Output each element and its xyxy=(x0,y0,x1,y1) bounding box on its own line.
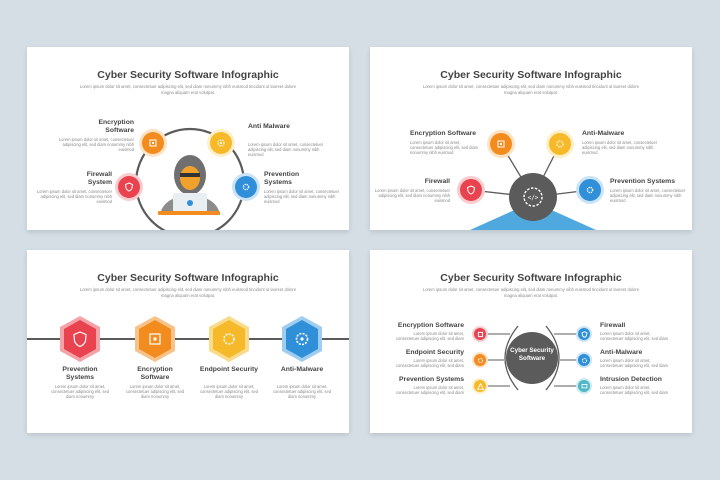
item-desc: Lorem ipsum dolor sit amet, consectetuer… xyxy=(50,384,110,400)
item-label: Anti Malware xyxy=(248,123,290,130)
settings-icon xyxy=(576,176,604,204)
ring-graphic xyxy=(134,127,246,230)
item-desc: Lorem ipsum dolor sit amet, consectetuer… xyxy=(248,142,324,158)
network-icon xyxy=(576,378,592,394)
item-desc: Lorem ipsum dolor sit amet, consectetuer… xyxy=(600,358,669,369)
item-label: Firewall xyxy=(424,178,450,185)
hacker-face xyxy=(180,166,200,190)
item-label: Prevention Systems xyxy=(62,366,98,381)
item-desc: Lorem ipsum dolor sit amet, consectetuer… xyxy=(125,384,185,400)
bracket-graphic xyxy=(488,325,576,391)
item-desc: Lorem ipsum dolor sit amet, consectetuer… xyxy=(582,140,658,156)
warning-icon xyxy=(472,378,488,394)
slide-subtitle: Lorem ipsum dolor sit amet, consectetuer… xyxy=(422,84,640,95)
gear-shield-icon xyxy=(546,130,574,158)
svg-text:</>: </> xyxy=(528,195,539,202)
item-desc: Lorem ipsum dolor sit amet, consectetuer… xyxy=(272,384,332,400)
settings-icon xyxy=(576,352,592,368)
item-desc: Lorem ipsum dolor sit amet, consectetuer… xyxy=(58,137,134,153)
laptop-base xyxy=(158,211,220,215)
slide-hexagon-timeline[interactable]: Cyber Security Software Infographic Lore… xyxy=(27,250,349,433)
center-label: Cyber Security Software xyxy=(510,347,554,362)
item-desc: Lorem ipsum dolor sit amet, consectetuer… xyxy=(395,385,464,396)
hexagon-yellow xyxy=(209,316,249,362)
slide-title: Cyber Security Software Infographic xyxy=(440,272,622,284)
item-label: Prevention Systems xyxy=(264,171,300,186)
item-desc: Lorem ipsum dolor sit amet, consectetuer… xyxy=(395,358,464,369)
item-desc: Lorem ipsum dolor sit amet, consectetuer… xyxy=(600,385,669,396)
item-label: Encryption Software xyxy=(397,322,464,329)
item-desc: Lorem ipsum dolor sit amet, consectetuer… xyxy=(374,188,450,204)
lock-file-icon xyxy=(472,326,488,342)
item-desc: Lorem ipsum dolor sit amet, consectetuer… xyxy=(395,331,464,342)
item-label: Prevention Systems xyxy=(399,376,464,383)
item-label: Anti-Malware xyxy=(582,130,625,137)
item-label: Endpoint Security xyxy=(199,366,259,373)
hub-circle xyxy=(509,173,557,221)
gear-icon xyxy=(472,352,488,368)
item-label: Anti-Malware xyxy=(280,366,324,373)
slide-center-bracket[interactable]: Cyber Security Software Infographic Lore… xyxy=(370,250,692,433)
item-label: Firewall System xyxy=(86,171,112,186)
center-circle xyxy=(506,332,558,384)
hexagon-orange xyxy=(135,316,175,362)
item-label: Firewall xyxy=(600,322,626,329)
hexagon-blue xyxy=(282,316,322,362)
item-label: Encryption Software xyxy=(137,366,173,381)
settings-icon xyxy=(235,176,257,198)
item-label: Encryption Software xyxy=(98,119,135,134)
shield-lock-icon xyxy=(118,176,140,198)
slide-title: Cyber Security Software Infographic xyxy=(97,272,279,284)
lock-file-icon xyxy=(487,130,515,158)
slide-hub-spokes[interactable]: Cyber Security Software Infographic Lore… xyxy=(370,47,692,230)
item-desc: Lorem ipsum dolor sit amet, consectetuer… xyxy=(199,384,259,400)
hexagon-graphic xyxy=(27,316,349,362)
gear-shield-icon xyxy=(210,132,232,154)
slide-subtitle: Lorem ipsum dolor sit amet, consectetuer… xyxy=(79,84,297,95)
item-desc: Lorem ipsum dolor sit amet, consectetuer… xyxy=(600,331,669,342)
item-desc: Lorem ipsum dolor sit amet, consectetuer… xyxy=(410,140,479,156)
item-desc: Lorem ipsum dolor sit amet, consectetuer… xyxy=(36,189,112,205)
shield-icon xyxy=(576,326,592,342)
item-desc: Lorem ipsum dolor sit amet, consectetuer… xyxy=(264,189,340,205)
item-label: Prevention Systems xyxy=(610,178,675,185)
slide-subtitle: Lorem ipsum dolor sit amet, consectetuer… xyxy=(79,287,297,298)
lock-file-icon xyxy=(142,132,164,154)
slide-hacker-ring[interactable]: Cyber Security Software Infographic Lore… xyxy=(27,47,349,230)
slide-subtitle: Lorem ipsum dolor sit amet, consectetuer… xyxy=(422,287,640,298)
shield-lock-icon xyxy=(457,176,485,204)
item-label: Encryption Software xyxy=(410,130,477,137)
item-desc: Lorem ipsum dolor sit amet, consectetuer… xyxy=(610,188,686,204)
slide-title: Cyber Security Software Infographic xyxy=(97,69,279,81)
item-label: Endpoint Security xyxy=(405,349,464,356)
slide-title: Cyber Security Software Infographic xyxy=(440,69,622,81)
item-label: Intrusion Detection xyxy=(600,376,662,383)
hexagon-red xyxy=(60,316,100,362)
item-label: Anti-Malware xyxy=(600,349,643,356)
